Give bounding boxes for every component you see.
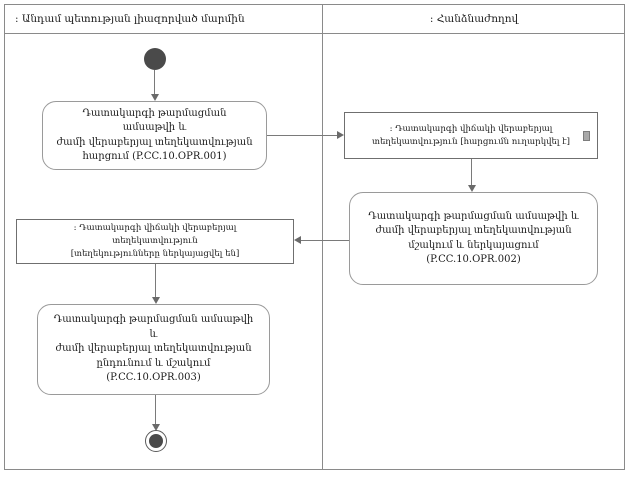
document-icon	[583, 130, 590, 141]
activity-node-label: Դատակարգի թարմացման ամսաթվի և ժամի վերաբ…	[56, 107, 253, 163]
edge-activity1-to-object1	[267, 135, 339, 136]
object-node-label: : Դատակարգի վիճակի վերաբերյալ տեղեկատվու…	[70, 223, 240, 259]
final-node	[145, 430, 167, 452]
activity-node-process-and-submit-info[interactable]: Դատակարգի թարմացման ամսաթվի և ժամի վերաբ…	[349, 192, 598, 285]
arrow-head-down-start	[151, 94, 159, 101]
edge-activity3-to-end	[155, 395, 156, 427]
arrow-head-left-object2	[294, 236, 301, 244]
activity-node-receive-and-process-info[interactable]: Դատակարգի թարմացման ամսաթվի և ժամի վերաբ…	[37, 304, 270, 395]
initial-node	[144, 48, 166, 70]
activity-node-request-update-info[interactable]: Դատակարգի թարմացման ամսաթվի և ժամի վերաբ…	[42, 101, 267, 170]
edge-object1-to-activity2	[471, 159, 472, 187]
edge-object2-to-activity3	[155, 264, 156, 299]
activity-node-label: Դատակարգի թարմացման ամսաթվի և ժամի վերաբ…	[368, 210, 579, 266]
swimlane-header-member-state: : Անդամ պետության լիազորված մարմին	[4, 4, 322, 34]
arrow-head-down-activity3	[152, 297, 160, 304]
arrow-head-down-activity2	[468, 185, 476, 192]
swimlane-header-commission: : Հանձնաժողով	[323, 4, 625, 34]
arrow-head-down-end	[152, 424, 160, 431]
swimlane-title-commission: : Հանձնաժողով	[429, 12, 519, 25]
edge-activity2-to-object2	[300, 240, 349, 241]
activity-node-label: Դատակարգի թարմացման ամսաթվի և ժամի վերաբ…	[53, 314, 254, 384]
swimlane-divider	[322, 4, 323, 470]
edge-start-to-activity1	[154, 70, 155, 96]
object-node-case-status-request-sent[interactable]: : Դատակարգի վիճակի վերաբերյալ տեղեկատվու…	[344, 112, 598, 159]
arrow-head-right-object1	[337, 131, 344, 139]
swimlane-title-member-state: : Անդամ պետության լիազորված մարմին	[15, 12, 245, 25]
object-node-label: : Դատակարգի վիճակի վերաբերյալ տեղեկատվու…	[372, 123, 570, 147]
object-node-case-status-info-submitted[interactable]: : Դատակարգի վիճակի վերաբերյալ տեղեկատվու…	[16, 219, 294, 264]
